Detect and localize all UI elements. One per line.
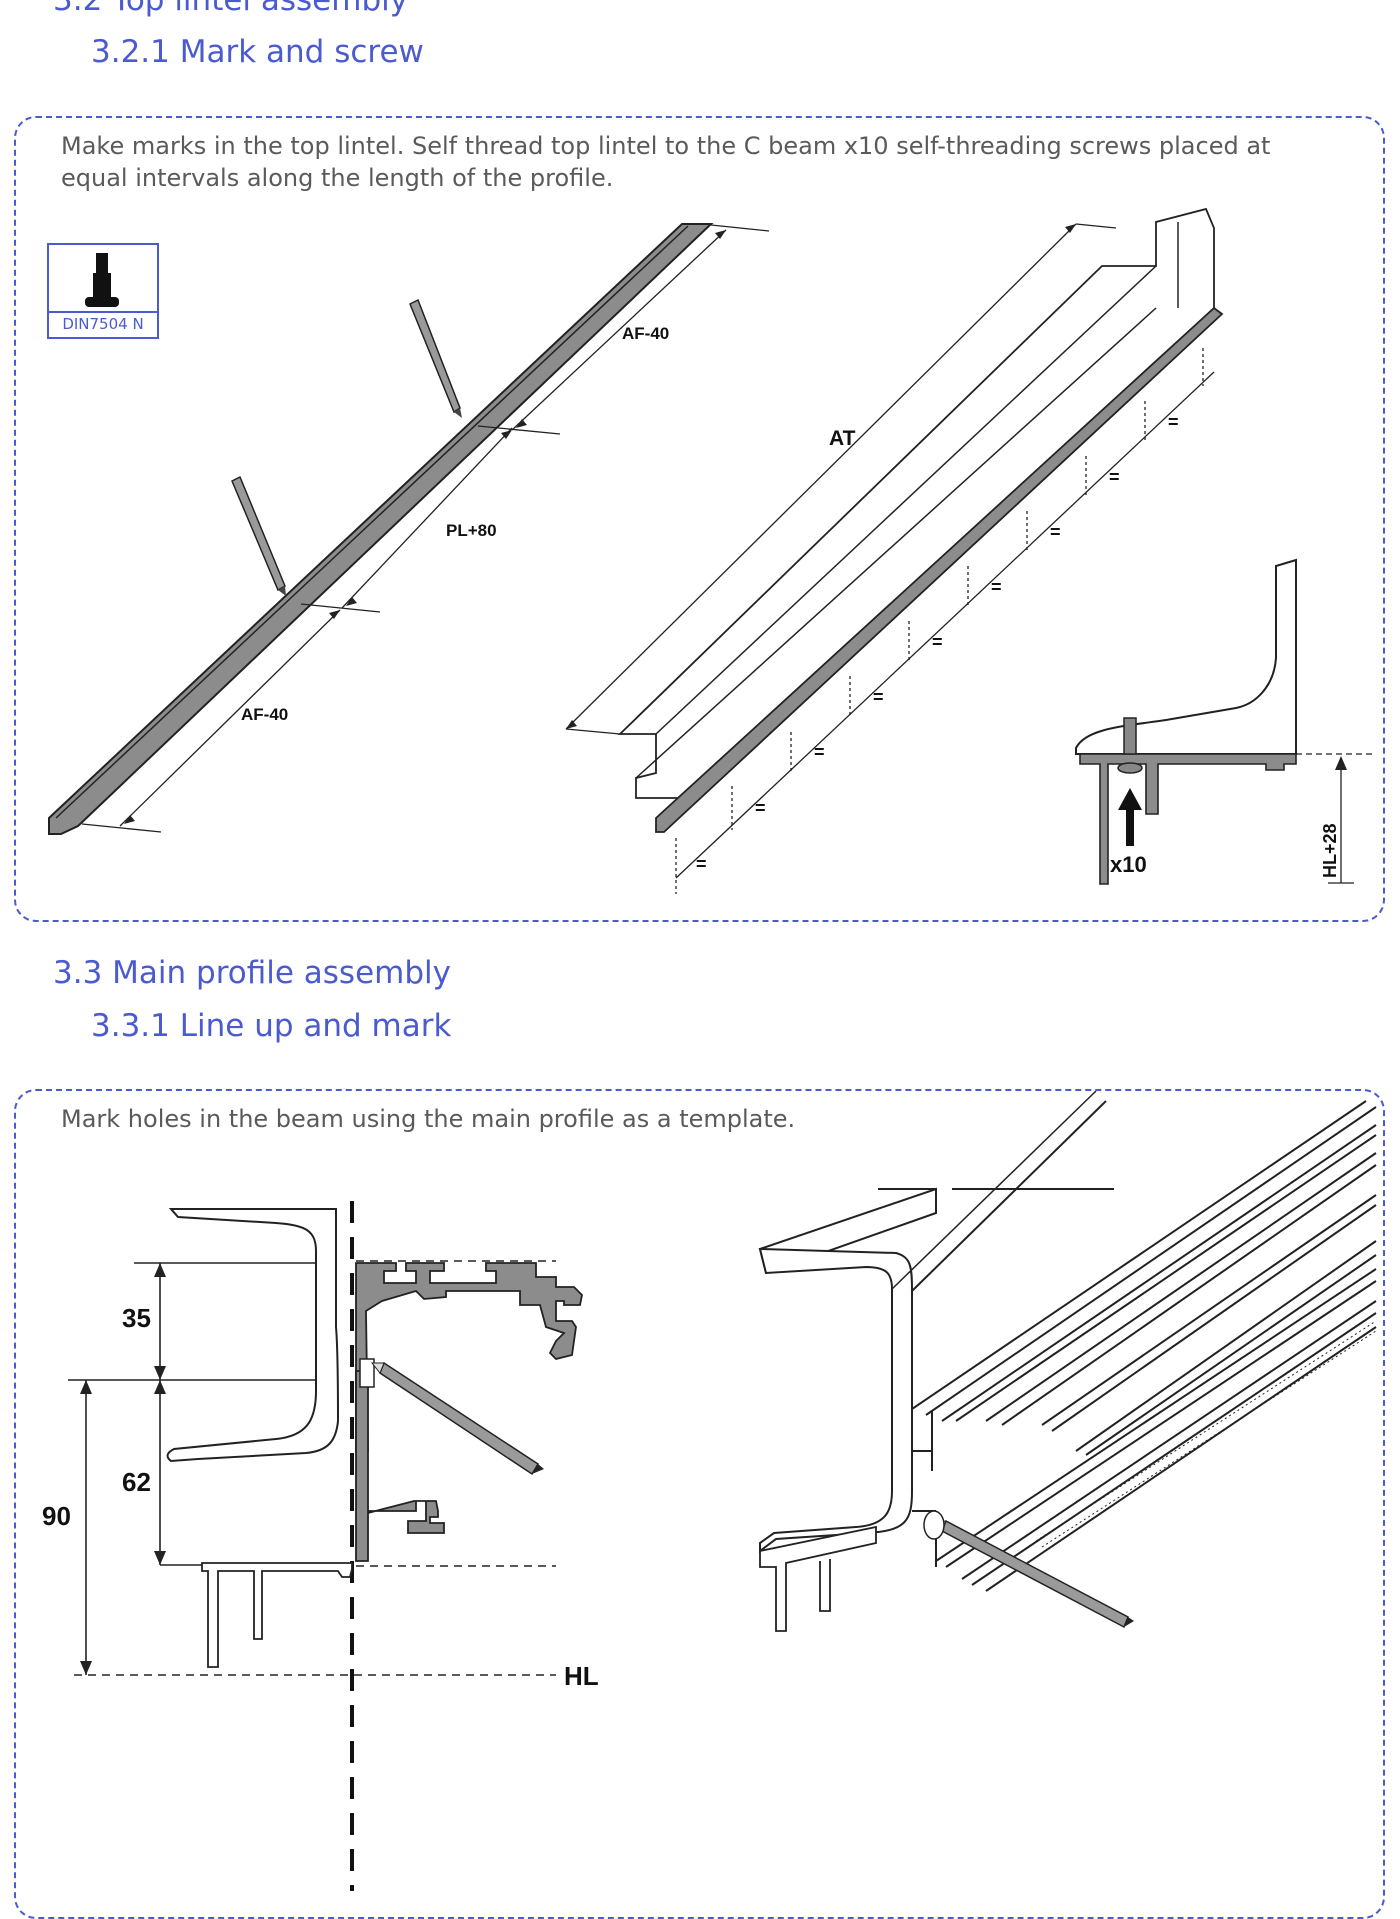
section-3-2-heading: 3.2 Top lintel assembly	[53, 0, 409, 18]
main-profile-lower	[355, 1370, 445, 1562]
equal-mark: =	[1050, 522, 1061, 542]
mark-and-screw-description: Make marks in the top lintel. Self threa…	[61, 132, 1271, 192]
hl-offset-label: HL+28	[1320, 823, 1340, 878]
equal-mark: =	[1109, 467, 1120, 487]
bottom-lintel-section	[201, 1562, 353, 1668]
dimension-62: 62	[122, 1467, 151, 1497]
line-up-and-mark-panel: Mark holes in the beam using the main pr…	[14, 1089, 1385, 1919]
pencil-icon	[409, 298, 462, 418]
screw-section-detail: x10 HL+28	[1075, 558, 1376, 885]
push-arrow-icon	[1118, 788, 1142, 846]
section-3-2-1-heading: 3.2.1 Mark and screw	[91, 34, 424, 70]
equal-mark: =	[1168, 412, 1179, 432]
line-up-and-mark-description: Mark holes in the beam using the main pr…	[61, 1105, 796, 1133]
c-beam-screw-drawing: AT = = = = = = =	[565, 207, 1224, 894]
perspective-drawing	[758, 1090, 1377, 1632]
top-lintel-profile	[48, 223, 714, 835]
equal-mark: =	[814, 742, 825, 762]
screw-icon	[1123, 717, 1137, 755]
equal-mark: =	[991, 577, 1002, 597]
dimension-90: 90	[42, 1501, 71, 1531]
pencil-icon	[231, 475, 286, 596]
lintel-section	[1079, 753, 1297, 885]
equal-mark: =	[873, 687, 884, 707]
dimension-at: AT	[829, 427, 856, 450]
dimension-35: 35	[122, 1303, 151, 1333]
screw-count-label: x10	[1110, 852, 1147, 877]
hl-label: HL	[564, 1661, 599, 1691]
screw-icon	[85, 253, 119, 307]
c-beam-section	[1075, 558, 1297, 755]
i-beam-section	[166, 1208, 340, 1463]
screw-badge-label: DIN7504 N	[49, 311, 157, 337]
lintel-marking-drawing: AF-40 PL+80 AF-40	[48, 223, 770, 835]
main-profile-section	[355, 1262, 583, 1452]
cross-section-drawing: 35 62 90 HL	[42, 1201, 599, 1891]
equal-mark: =	[696, 854, 707, 874]
dimension-af-top: AF-40	[622, 324, 669, 343]
mark-and-screw-panel: Make marks in the top lintel. Self threa…	[14, 116, 1385, 922]
top-lintel-under-beam	[655, 306, 1224, 833]
pencil-icon	[930, 1519, 1134, 1629]
equal-mark: =	[932, 632, 943, 652]
section-3-3-heading: 3.3 Main profile assembly	[53, 955, 451, 991]
screw-badge: DIN7504 N	[47, 243, 159, 339]
dimension-af-bottom: AF-40	[241, 705, 288, 724]
equal-mark: =	[755, 798, 766, 818]
dimension-pl: PL+80	[446, 521, 497, 540]
pencil-icon	[370, 1361, 544, 1476]
section-3-3-1-heading: 3.3.1 Line up and mark	[91, 1008, 452, 1044]
beam-web	[758, 1247, 913, 1553]
